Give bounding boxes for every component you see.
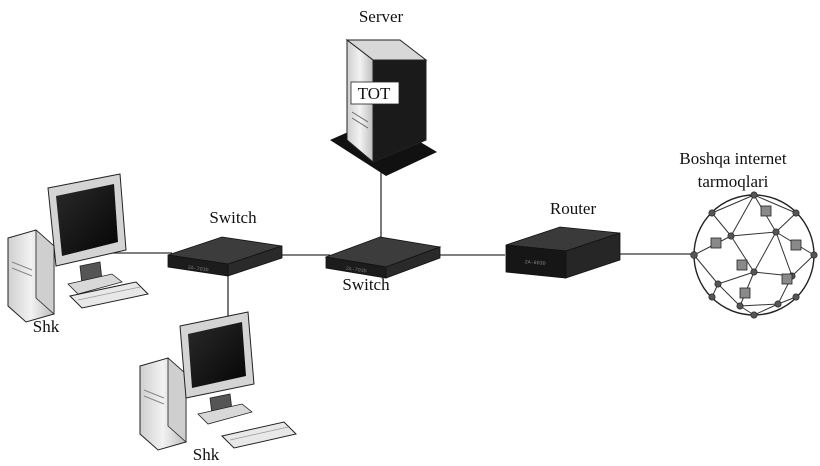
router-icon: 2A-6O3D (505, 226, 621, 279)
switch-left-label: Switch (209, 208, 257, 227)
switch-center: 2A-7O3D Switch (324, 236, 442, 294)
server-device: Server TOT (330, 7, 437, 176)
switch-icon: 2A-7O3D (167, 236, 283, 277)
switch-left-face: 2A-7O3D (187, 265, 209, 274)
server-label: Server (359, 7, 404, 26)
internet-network: Boshqa internet tarmoqlari (679, 149, 818, 319)
pc-bottom: Shk (139, 311, 297, 464)
pc-bottom-label: Shk (193, 445, 220, 464)
server-tag: TOT (358, 84, 391, 103)
switch-icon: 2A-7O3D (324, 236, 442, 279)
router-label: Router (550, 199, 597, 218)
pc-icon (139, 311, 297, 451)
switch-center-face: 2A-7O3D (345, 266, 367, 275)
pc-left: Shk (7, 173, 150, 336)
router-face: 2A-6O3D (524, 259, 545, 267)
internet-label-line2: tarmoqlari (698, 172, 769, 191)
pc-left-label: Shk (33, 317, 60, 336)
pc-icon (7, 173, 150, 323)
switch-center-label: Switch (342, 275, 390, 294)
connections (106, 172, 694, 318)
router-device: Router 2A-6O3D (505, 199, 621, 279)
internet-label-line1: Boshqa internet (679, 149, 786, 168)
switch-left: Switch 2A-7O3D (167, 208, 283, 277)
internet-cloud-icon (690, 191, 818, 319)
server-icon: TOT (330, 38, 437, 176)
